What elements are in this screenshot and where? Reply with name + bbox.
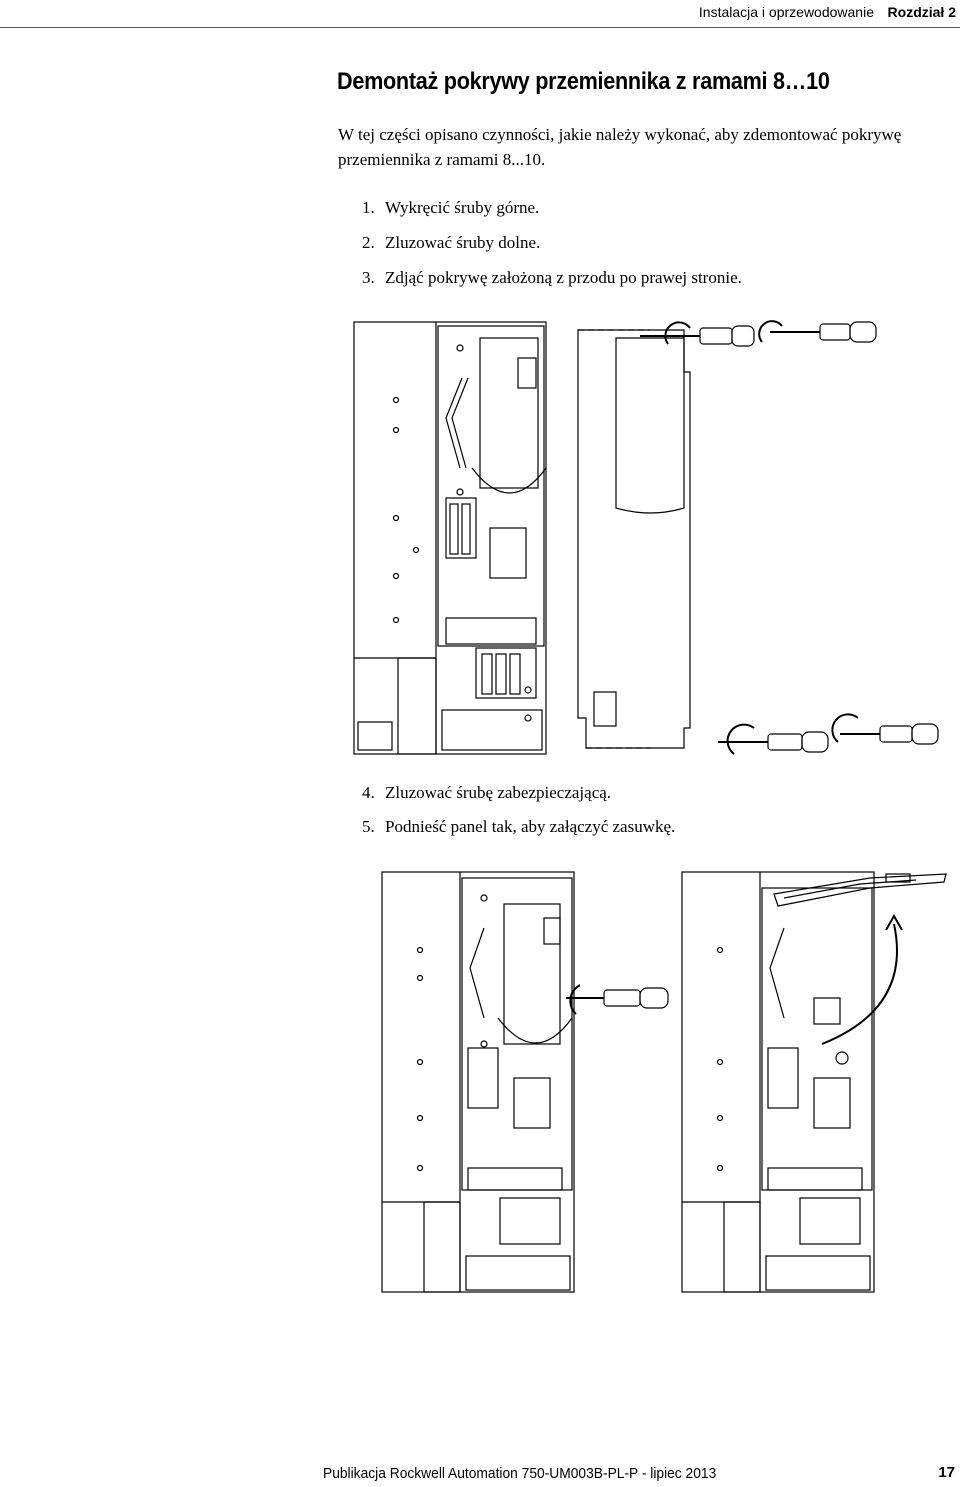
- control-pod: [761, 887, 873, 1291]
- step-text: Zluzować śrubę zabezpieczającą.: [385, 783, 612, 802]
- drive-chassis: [353, 321, 547, 755]
- step-text: Zluzować śruby dolne.: [385, 233, 541, 252]
- step-2: 2. Zluzować śruby dolne.: [362, 232, 540, 254]
- screwdriver-top: [640, 320, 877, 347]
- screwdriver-handle: [580, 987, 669, 1009]
- control-pod: [461, 877, 573, 1291]
- drive-chassis: [381, 871, 575, 1293]
- figure-loosen-lock-screw: [381, 871, 580, 1293]
- footer-publication: Publikacja Rockwell Automation 750-UM003…: [323, 1465, 717, 1482]
- page-header: Instalacja i oprzewodowanie Rozdział 2: [0, 0, 960, 28]
- step-5: 5. Podnieść panel tak, aby załączyć zasuw…: [362, 816, 675, 838]
- header-section-title: Instalacja i oprzewodowanie: [698, 4, 874, 20]
- intro-paragraph: W tej części opisano czynności, jakie na…: [338, 125, 902, 169]
- step-text: Podnieść panel tak, aby załączyć zasuwkę…: [385, 817, 676, 836]
- step-1: 1. Wykręcić śruby górne.: [362, 197, 539, 219]
- lifted-panel: [773, 873, 947, 907]
- step-4: 4. Zluzować śrubę zabezpieczającą.: [362, 782, 611, 804]
- step-number: 5.: [362, 817, 375, 836]
- step-number: 3.: [362, 268, 375, 287]
- section-title: Demontaż pokrywy przemiennika z ramami 8…: [337, 68, 830, 95]
- front-cover: [577, 329, 691, 749]
- drive-chassis: [681, 871, 875, 1293]
- page-number: 17: [938, 1464, 955, 1481]
- figure-remove-front-cover: [353, 320, 939, 755]
- lift-arrow: [821, 913, 903, 1045]
- screwdriver-bottom: [718, 713, 939, 755]
- step-3: 3. Zdjąć pokrywę założoną z przodu po pra…: [362, 267, 742, 289]
- control-pod: [437, 325, 547, 751]
- screwdriver: [566, 984, 580, 1015]
- step-number: 2.: [362, 233, 375, 252]
- header-chapter: Rozdział 2: [887, 4, 956, 20]
- step-text: Wykręcić śruby górne.: [385, 198, 540, 217]
- figure-lift-panel: [681, 871, 947, 1293]
- step-text: Zdjąć pokrywę założoną z przodu po prawe…: [385, 268, 742, 287]
- step-number: 1.: [362, 198, 375, 217]
- header-rule: [0, 27, 960, 28]
- step-number: 4.: [362, 783, 375, 802]
